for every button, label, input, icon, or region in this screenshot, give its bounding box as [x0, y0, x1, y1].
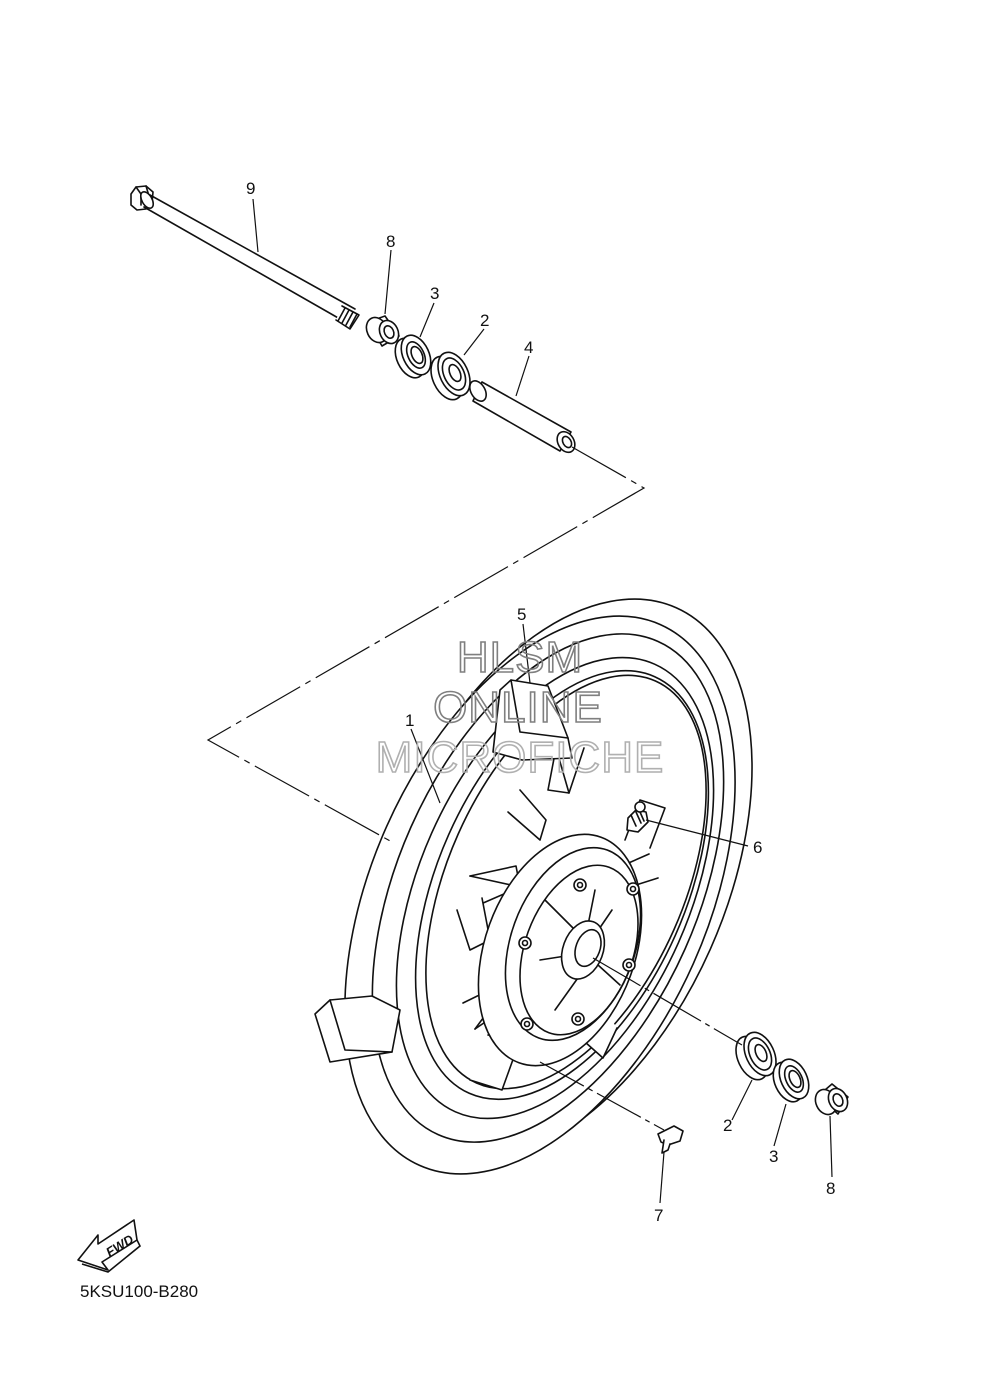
oil-seal-part-top [394, 334, 432, 379]
disc-cover-part [314, 679, 573, 1063]
callout-8-bottom: 8 [826, 1179, 835, 1198]
callout-7: 7 [654, 1206, 663, 1225]
watermark-line-2: ONLINE [433, 683, 603, 732]
callout-1: 1 [405, 711, 414, 730]
axle-part [130, 185, 360, 330]
spacer-part [469, 380, 576, 454]
callout-3-top: 3 [430, 284, 439, 303]
balance-weight-part [657, 1125, 684, 1154]
watermark: HLSM ONLINE MICROFICHE [375, 632, 665, 783]
wheel-assembly [344, 598, 753, 1175]
watermark-line-3: MICROFICHE [376, 733, 665, 782]
callout-8-top: 8 [386, 232, 395, 251]
callout-6: 6 [753, 838, 762, 857]
drawing-code: 5KSU100-B280 [80, 1282, 198, 1301]
assembly-lines [206, 446, 743, 1131]
collar-part-top [365, 315, 400, 347]
leader-lines [252, 198, 833, 1204]
callout-3-bottom: 3 [769, 1147, 778, 1166]
oil-seal-part-bottom [772, 1058, 810, 1103]
callout-4: 4 [524, 338, 533, 357]
watermark-line-1: HLSM [457, 633, 583, 682]
callout-5: 5 [517, 605, 526, 624]
fwd-arrow-icon: FWD [77, 1219, 142, 1273]
collar-part-bottom [814, 1083, 849, 1116]
callout-2-bottom: 2 [723, 1116, 732, 1135]
callout-9: 9 [246, 179, 255, 198]
bearing-part-top [430, 351, 471, 401]
bearing-part-bottom [735, 1031, 777, 1081]
callout-2-top: 2 [480, 311, 489, 330]
callouts: 9 8 3 2 4 5 1 6 2 3 8 7 [246, 179, 835, 1225]
